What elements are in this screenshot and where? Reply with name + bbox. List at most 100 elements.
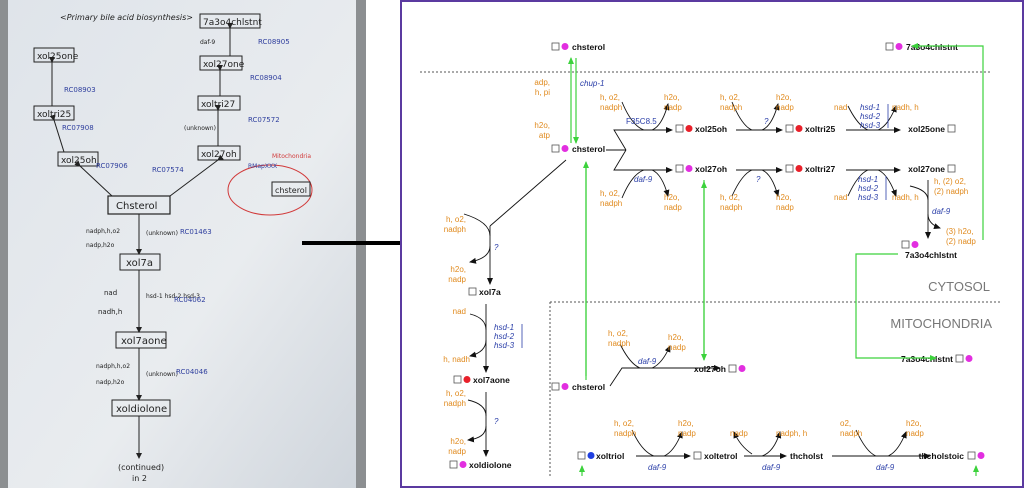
cof-triol-in-1: h, o2, (614, 419, 634, 428)
hand-drawn-sketch: <Primary bile acid biosynthesis> 7a3o4ch… (0, 0, 366, 488)
met-7a3o4chlstnt-mito: 7a3o4chlstnt (901, 354, 953, 364)
cof-a7-in-2: (2) nadph (934, 187, 968, 196)
sketch-node-xol27oh: xol27oh (201, 150, 237, 160)
sketch-in2: in 2 (132, 474, 147, 483)
cof-25one-nadh: nadh, h (892, 103, 919, 112)
sketch-nad: nad (104, 289, 117, 297)
met-chsterol-mid: chsterol (572, 144, 605, 154)
cof-adp: adp, (534, 78, 550, 87)
sketch-title: <Primary bile acid biosynthesis> (60, 13, 193, 22)
diagram-frame (400, 0, 1024, 488)
met-xoltriol: xoltriol (596, 451, 624, 461)
sketch-nadh: nadh,h (98, 308, 122, 316)
cof-diol-out-2: nadp (448, 447, 466, 456)
cof-27oh-out-1: h2o, (664, 193, 680, 202)
enz-q-2: ? (756, 175, 761, 184)
paper-sheet (8, 0, 356, 488)
enz-daf9-4: daf-9 (648, 463, 667, 472)
enz-hsd2-b: hsd-2 (858, 184, 879, 193)
sketch-node-xol27one: xol27one (203, 60, 245, 70)
cof-tetrol-nadph: nadph, h (776, 429, 807, 438)
sketch-node-xol25oh: xol25oh (61, 156, 97, 166)
sketch-rc03: RC07572 (248, 116, 280, 124)
cof-triol-out-1: h2o, (678, 419, 694, 428)
cof-triol-out-2: nadp (678, 429, 696, 438)
sketch-node-7a3o4chlstnt: 7a3o4chlstnt (203, 18, 262, 28)
cof-7aone-hnadh: h, nadh (443, 355, 470, 364)
cof-thch-out-1: h2o, (906, 419, 922, 428)
enz-daf9-6: daf-9 (876, 463, 895, 472)
sketch-node-chsterol: Chsterol (116, 201, 157, 212)
sketch-node-xoltri27: xoltri27 (201, 100, 235, 110)
enz-hsd3-c: hsd-3 (494, 341, 515, 350)
sketch-rc08: RC01463 (180, 228, 212, 236)
met-7a3o4chlstnt-top: 7a3o4chlstnt (906, 42, 958, 52)
cof-tri27-in-1: h, o2, (720, 193, 740, 202)
enz-daf9-5: daf-9 (762, 463, 781, 472)
cof-thch-out-2: nadp (906, 429, 924, 438)
sketch-unknown-3: (unknown) (146, 371, 178, 378)
enz-hsd1-a: hsd-1 (860, 103, 880, 112)
cof-thch-in-2: nadph (840, 429, 862, 438)
cof-25oh-in-2: nadph (600, 103, 622, 112)
cof-mito-in-1: h, o2, (608, 329, 628, 338)
enz-hsd3-a: hsd-3 (860, 121, 881, 130)
cof-7aone-nad: nad (453, 307, 466, 316)
sketch-unknown-1: (unknown) (184, 125, 216, 132)
cof-25oh-out-2: nadp (664, 103, 682, 112)
sketch-rc01: RC08905 (258, 38, 290, 46)
cof-27oh-out-2: nadp (664, 203, 682, 212)
sketch-continued: (continued) (118, 463, 164, 472)
cof-diol-in-1: h, o2, (446, 389, 466, 398)
met-xol25oh: xol25oh (695, 124, 727, 134)
cof-25oh-in-1: h, o2, (600, 93, 620, 102)
enz-q-1: ? (764, 117, 769, 126)
cof-tetrol-nadp: nadp (730, 429, 748, 438)
cof-diol-in-2: nadph (444, 399, 466, 408)
sketch-cof-1: nadph,h,o2 (86, 228, 120, 235)
met-chsterol-top: chsterol (572, 42, 605, 52)
met-thcholstoic: thcholstoic (919, 451, 965, 461)
cof-25oh-out-1: h2o, (664, 93, 680, 102)
sketch-cof-2: nadp,h2o (86, 242, 115, 249)
sketch-rc05: RC07574 (152, 166, 184, 174)
cof-27one-nadh: nadh, h (892, 193, 919, 202)
met-xoltri25: xoltri25 (805, 124, 836, 134)
cof-h2o-atp-1: h2o, (534, 121, 550, 130)
enz-hsd1-b: hsd-1 (858, 175, 878, 184)
cof-25one-nad: nad (834, 103, 847, 112)
enz-chup1: chup-1 (580, 79, 604, 88)
sketch-rc04: RC08903 (64, 86, 96, 94)
cof-a7-out-2: (2) nadp (946, 237, 976, 246)
cof-mito-in-2: nadph (608, 339, 630, 348)
met-xol25one: xol25one (908, 124, 945, 134)
sketch-hsd: hsd-1 hsd-2 hsd-3 (146, 293, 200, 300)
sketch-node-xol7aone: xol7aone (121, 336, 167, 347)
sketch-rc07: RC07906 (96, 162, 128, 170)
sketch-node-xol7a: xol7a (126, 258, 153, 269)
enz-hsd2-c: hsd-2 (494, 332, 515, 341)
cof-tri25-out-1: h2o, (776, 93, 792, 102)
cof-tri25-out-2: nadp (776, 103, 794, 112)
sketch-cof-3: nadph,h,o2 (96, 363, 130, 370)
compartment-cytosol-label: CYTOSOL (928, 279, 990, 294)
cof-tri27-out-2: nadp (776, 203, 794, 212)
cof-tri25-in-1: h, o2, (720, 93, 740, 102)
met-xoldiolone: xoldiolone (469, 460, 512, 470)
cof-h2o-atp-2: atp (539, 131, 551, 140)
cof-mito-out-1: h2o, (668, 333, 684, 342)
enz-daf9-2: daf-9 (932, 207, 951, 216)
compartment-mitochondria-label: MITOCHONDRIA (890, 316, 992, 331)
cof-7a-in-1: h, o2, (446, 215, 466, 224)
sketch-node-xoltri25: xoltri25 (37, 110, 71, 120)
met-7a3o4chlstnt-mid: 7a3o4chlstnt (905, 250, 957, 260)
sketch-node-xol25one: xol25one (37, 52, 79, 62)
cof-7a-out-2: nadp (448, 275, 466, 284)
met-xol27oh-mito: xol27oh (694, 364, 726, 374)
sketch-mito-label: Mitochondria (272, 153, 311, 160)
sketch-cof-4: nadp,h2o (96, 379, 125, 386)
sketch-rc10: RC04046 (176, 368, 208, 376)
cof-thch-in-1: o2, (840, 419, 851, 428)
cof-mito-out-2: nadp (668, 343, 686, 352)
enz-f35c8: F35C8.5 (626, 117, 657, 126)
